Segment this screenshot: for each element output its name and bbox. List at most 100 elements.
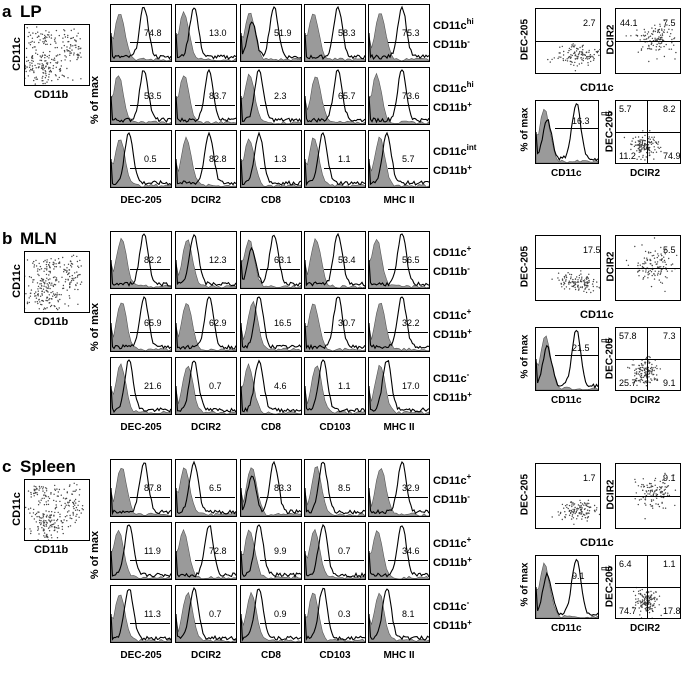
event-dot	[653, 158, 655, 160]
event-dot	[26, 301, 29, 303]
event-dot	[659, 491, 662, 493]
event-dot	[636, 377, 638, 380]
event-dot	[39, 487, 41, 489]
event-dot	[664, 488, 666, 491]
event-dot	[54, 37, 56, 39]
event-dot	[645, 608, 647, 610]
event-dot	[649, 491, 652, 493]
event-dot	[577, 289, 580, 291]
event-dot	[646, 491, 648, 493]
event-dot	[67, 263, 70, 265]
event-dot	[657, 146, 659, 148]
event-dot	[642, 376, 645, 378]
quadrant-percent: 74.9	[663, 151, 681, 161]
event-dot	[673, 474, 675, 476]
event-dot	[35, 521, 37, 523]
histogram-percent: 5.7	[402, 154, 415, 164]
event-dot	[43, 494, 45, 497]
event-dot	[65, 504, 67, 506]
event-dot	[42, 288, 45, 290]
event-dot	[658, 49, 660, 51]
contour-shared-x-label: CD11c	[580, 537, 614, 549]
event-dot	[657, 503, 659, 505]
event-dot	[637, 271, 639, 273]
event-dot	[51, 80, 53, 82]
event-dot	[79, 283, 82, 285]
population-label-line1: CD11c+	[433, 469, 471, 489]
histogram-percent: 11.3	[144, 609, 161, 619]
event-dot	[574, 61, 576, 64]
event-dot	[29, 295, 32, 297]
event-dot	[67, 279, 69, 281]
event-dot	[48, 36, 51, 38]
event-dot	[637, 367, 639, 370]
event-dot	[644, 382, 646, 384]
event-dot	[54, 522, 56, 524]
event-dot	[590, 291, 592, 294]
event-dot	[642, 478, 644, 480]
event-dot	[53, 268, 55, 270]
event-dot	[641, 604, 644, 606]
event-dot	[48, 34, 50, 36]
event-dot	[644, 144, 646, 146]
event-dot	[641, 379, 644, 381]
event-dot	[49, 69, 52, 72]
event-dot	[647, 274, 649, 276]
quadrant-line	[535, 496, 601, 497]
event-dot	[559, 52, 561, 54]
event-dot	[643, 257, 646, 259]
event-dot	[28, 301, 30, 304]
event-dot	[651, 27, 653, 29]
event-dot	[643, 601, 645, 603]
event-dot	[574, 44, 576, 46]
event-dot	[585, 276, 588, 278]
marker-histogram-line	[176, 296, 236, 350]
event-dot	[648, 252, 650, 254]
event-dot	[588, 273, 590, 275]
event-dot	[43, 41, 46, 43]
histogram-x-label: CD103	[319, 650, 351, 661]
event-dot	[593, 53, 595, 56]
event-dot	[571, 61, 573, 63]
event-dot	[572, 285, 574, 288]
event-dot	[56, 537, 59, 539]
event-dot	[39, 287, 41, 289]
event-dot	[655, 46, 658, 48]
event-dot	[563, 288, 566, 290]
histogram-y-label: % of max	[89, 75, 101, 125]
event-dot	[59, 69, 62, 71]
histogram-cell	[110, 357, 172, 415]
event-dot	[38, 485, 41, 488]
positive-gate-line	[260, 560, 300, 561]
histogram-percent: 4.6	[274, 381, 287, 391]
event-dot	[631, 140, 633, 142]
event-dot	[644, 499, 647, 501]
event-dot	[31, 515, 33, 518]
event-dot	[656, 256, 658, 259]
event-dot	[641, 147, 643, 149]
event-dot	[671, 38, 673, 41]
event-dot	[44, 70, 46, 72]
event-dot	[651, 371, 653, 373]
event-dot	[46, 43, 48, 45]
event-dot	[581, 515, 584, 518]
event-dot	[581, 518, 583, 520]
event-dot	[71, 255, 73, 258]
event-dot	[584, 514, 586, 516]
event-dot	[36, 26, 38, 28]
histogram-cell	[110, 231, 172, 289]
event-dot	[645, 596, 647, 598]
event-dot	[561, 286, 563, 288]
quadrant-x-label: DCIR2	[630, 395, 661, 406]
event-dot	[43, 285, 45, 287]
histogram-cell	[240, 294, 302, 352]
event-dot	[655, 151, 658, 153]
event-dot	[567, 272, 569, 274]
histogram-x-label: DEC-205	[120, 650, 162, 661]
histogram-cell	[368, 67, 430, 125]
positive-gate-line	[388, 395, 428, 396]
event-dot	[588, 281, 590, 283]
event-dot	[634, 369, 636, 372]
histogram-x-label: MHC II	[383, 195, 415, 206]
event-dot	[41, 65, 43, 67]
